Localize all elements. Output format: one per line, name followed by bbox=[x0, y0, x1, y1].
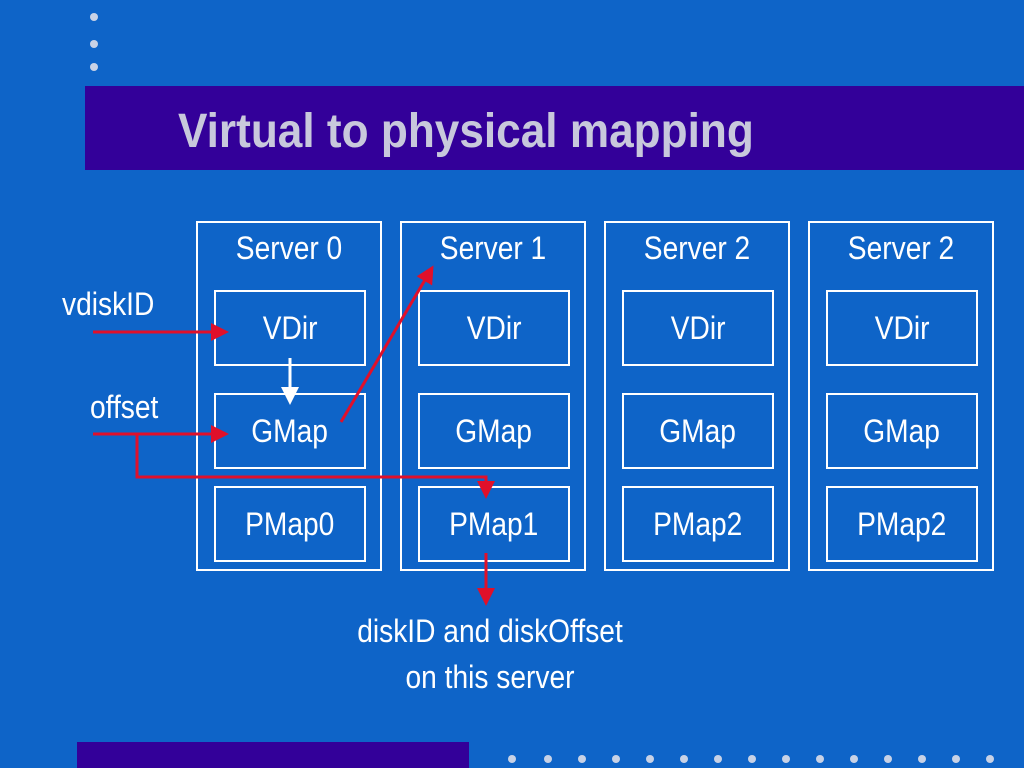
decorative-dot bbox=[612, 755, 620, 763]
title-bar bbox=[85, 86, 1024, 170]
vdir-box: VDir bbox=[826, 290, 978, 366]
pmap-label: PMap1 bbox=[449, 505, 539, 542]
gmap-label: GMap bbox=[863, 412, 941, 449]
gmap-label: GMap bbox=[455, 412, 533, 449]
decorative-dot bbox=[646, 755, 654, 763]
gmap-box: GMap bbox=[214, 393, 366, 469]
offset-label: offset bbox=[90, 389, 159, 425]
server-label: Server 2 bbox=[847, 230, 955, 266]
vdir-label: VDir bbox=[466, 309, 522, 346]
vdisk-id-label: vdiskID bbox=[62, 286, 155, 322]
decorative-dot bbox=[884, 755, 892, 763]
pmap-label: PMap0 bbox=[245, 505, 335, 542]
gmap-box: GMap bbox=[622, 393, 774, 469]
vdir-box: VDir bbox=[418, 290, 570, 366]
decorative-dot bbox=[918, 755, 926, 763]
vdir-label: VDir bbox=[874, 309, 930, 346]
gmap-box: GMap bbox=[826, 393, 978, 469]
decorative-dot bbox=[680, 755, 688, 763]
vdir-box: VDir bbox=[214, 290, 366, 366]
decorative-dot bbox=[748, 755, 756, 763]
server-0-container: Server 0 VDir GMap PMap0 bbox=[196, 221, 382, 571]
server-label: Server 0 bbox=[235, 230, 343, 266]
server-3-container: Server 2 VDir GMap PMap2 bbox=[808, 221, 994, 571]
decorative-dot bbox=[952, 755, 960, 763]
decorative-dot bbox=[714, 755, 722, 763]
result-line-1: diskID and diskOffset bbox=[357, 613, 623, 649]
pmap-label: PMap2 bbox=[653, 505, 743, 542]
decorative-dot bbox=[90, 63, 98, 71]
pmap-box: PMap1 bbox=[418, 486, 570, 562]
decorative-dot bbox=[544, 755, 552, 763]
result-line-2: on this server bbox=[405, 659, 575, 695]
result-caption: diskID and diskOffset on this server bbox=[300, 608, 680, 700]
server-1-container: Server 1 VDir GMap PMap1 bbox=[400, 221, 586, 571]
vdir-label: VDir bbox=[670, 309, 726, 346]
decorative-dot bbox=[850, 755, 858, 763]
slide-title: Virtual to physical mapping bbox=[178, 105, 754, 158]
gmap-label: GMap bbox=[251, 412, 329, 449]
server-label: Server 1 bbox=[439, 230, 547, 266]
decorative-dot bbox=[816, 755, 824, 763]
pmap-box: PMap2 bbox=[826, 486, 978, 562]
bottom-bar bbox=[77, 742, 469, 768]
vdir-box: VDir bbox=[622, 290, 774, 366]
decorative-dot bbox=[508, 755, 516, 763]
server-2-container: Server 2 VDir GMap PMap2 bbox=[604, 221, 790, 571]
decorative-dot bbox=[578, 755, 586, 763]
decorative-dot bbox=[90, 40, 98, 48]
pmap-box: PMap2 bbox=[622, 486, 774, 562]
server-label: Server 2 bbox=[643, 230, 751, 266]
vdir-label: VDir bbox=[262, 309, 318, 346]
decorative-dot bbox=[782, 755, 790, 763]
pmap-box: PMap0 bbox=[214, 486, 366, 562]
pmap-label: PMap2 bbox=[857, 505, 947, 542]
decorative-dot bbox=[90, 13, 98, 21]
gmap-label: GMap bbox=[659, 412, 737, 449]
gmap-box: GMap bbox=[418, 393, 570, 469]
decorative-dot bbox=[986, 755, 994, 763]
